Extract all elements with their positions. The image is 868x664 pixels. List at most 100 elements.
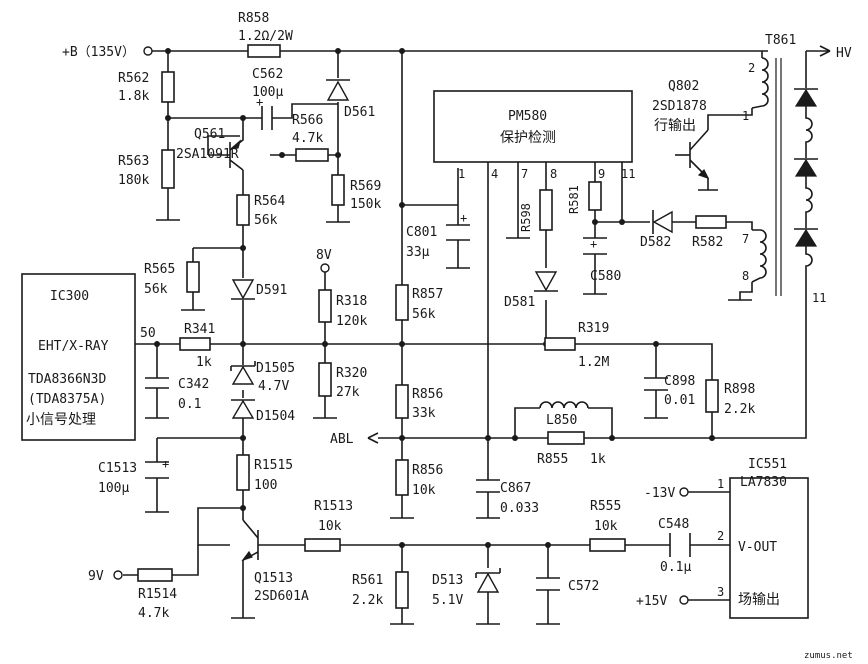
junction-dots bbox=[154, 48, 715, 548]
c572-plates bbox=[536, 577, 560, 591]
r561-value: 2.2k bbox=[352, 593, 383, 608]
c548-name: C548 bbox=[658, 517, 689, 532]
r856a-body bbox=[395, 384, 409, 419]
q561-name: Q561 bbox=[194, 127, 225, 142]
r856a-name: R856 bbox=[412, 387, 443, 402]
r858-value: 1.2Ω/2W bbox=[238, 29, 293, 44]
ic551-part: LA7830 bbox=[740, 475, 787, 490]
c1513-plates bbox=[145, 461, 169, 479]
c562-plates bbox=[256, 106, 280, 130]
diode-bodies bbox=[230, 79, 673, 593]
r1515-value: 100 bbox=[254, 478, 277, 493]
q561-transistor bbox=[229, 128, 244, 171]
c342-name: C342 bbox=[178, 377, 209, 392]
d582-name: D582 bbox=[640, 235, 671, 250]
ic300-func: 小信号处理 bbox=[26, 412, 96, 428]
r320-body bbox=[318, 362, 332, 397]
r569-value: 150k bbox=[350, 197, 381, 212]
d1504-name: D1504 bbox=[256, 409, 295, 424]
t861-pin-8: 8 bbox=[742, 269, 749, 283]
pm580-pin-4: 4 bbox=[491, 167, 498, 181]
q802-name: Q802 bbox=[668, 79, 699, 94]
watermark: zumus.net bbox=[804, 651, 853, 661]
pm580-pin-7: 7 bbox=[521, 167, 528, 181]
r563-name: R563 bbox=[118, 154, 149, 169]
r561-body bbox=[395, 571, 409, 609]
pm580-pin-11: 11 bbox=[621, 167, 635, 181]
r341-name: R341 bbox=[184, 322, 215, 337]
r566-value: 4.7k bbox=[292, 131, 323, 146]
t861-name: T861 bbox=[765, 33, 796, 48]
ic551-vout: V-OUT bbox=[738, 540, 777, 555]
q802-part: 2SD1878 bbox=[652, 99, 707, 114]
c342-plates bbox=[145, 377, 169, 389]
r564-value: 56k bbox=[254, 213, 278, 228]
r1513-name: R1513 bbox=[314, 499, 353, 514]
r564-name: R564 bbox=[254, 194, 285, 209]
r341-value: 1k bbox=[196, 355, 212, 370]
r856b-body bbox=[395, 459, 409, 496]
r320-name: R320 bbox=[336, 366, 367, 381]
labels: +B（135V） HV 8V 9V -13V +15V ABL 50 IC300… bbox=[26, 11, 853, 661]
q1513-name: Q1513 bbox=[254, 571, 293, 586]
d581-body bbox=[534, 271, 558, 292]
r341-body bbox=[179, 337, 211, 351]
capacitor-bodies bbox=[145, 106, 691, 591]
r857-name: R857 bbox=[412, 287, 443, 302]
r555-value: 10k bbox=[594, 519, 618, 534]
d561-body bbox=[326, 80, 350, 101]
pm580-box bbox=[433, 90, 633, 163]
svg-text:+: + bbox=[460, 211, 467, 225]
pm580-func: 保护检测 bbox=[500, 130, 556, 146]
ic300-name: IC300 bbox=[50, 289, 89, 304]
c801-name: C801 bbox=[406, 225, 437, 240]
v9-label: 9V bbox=[88, 569, 104, 584]
t861-pin-1: 1 bbox=[742, 109, 749, 123]
d591-name: D591 bbox=[256, 283, 287, 298]
t861-pin-11: 11 bbox=[812, 291, 826, 305]
d1505-name: D1505 bbox=[256, 361, 295, 376]
r561-name: R561 bbox=[352, 573, 383, 588]
r566-body bbox=[295, 148, 329, 162]
r318-name: R318 bbox=[336, 294, 367, 309]
c898-plates bbox=[644, 377, 668, 391]
t861-pin-7: 7 bbox=[742, 232, 749, 246]
q802-func: 行输出 bbox=[654, 118, 696, 134]
r857-body bbox=[395, 284, 409, 321]
r582-name: R582 bbox=[692, 235, 723, 250]
c801-value: 33μ bbox=[406, 245, 430, 260]
l850-coil bbox=[539, 401, 589, 409]
r563-value: 180k bbox=[118, 173, 149, 188]
r319-value: 1.2M bbox=[578, 355, 609, 370]
r898-value: 2.2k bbox=[724, 402, 755, 417]
ic551-pin-3: 3 bbox=[717, 585, 724, 599]
d581-name: D581 bbox=[504, 295, 535, 310]
r565-value: 56k bbox=[144, 282, 168, 297]
pin50-label: 50 bbox=[140, 326, 156, 341]
r898-name: R898 bbox=[724, 382, 755, 397]
q1513-part: 2SD601A bbox=[254, 589, 309, 604]
q802-transistor bbox=[689, 129, 710, 180]
r562-value: 1.8k bbox=[118, 89, 149, 104]
r318-body bbox=[318, 289, 332, 323]
r856b-value: 10k bbox=[412, 483, 436, 498]
r1515-body bbox=[236, 454, 250, 491]
q561-part: 2SA1091R bbox=[176, 147, 239, 162]
c562-name: C562 bbox=[252, 67, 283, 82]
c867-value: 0.033 bbox=[500, 501, 539, 516]
pm580-name: PM580 bbox=[508, 109, 547, 124]
ic551-func: 场输出 bbox=[738, 592, 780, 608]
v8-label: 8V bbox=[316, 248, 332, 263]
c801-plates bbox=[446, 224, 470, 241]
ic300-part1: TDA8366N3D bbox=[28, 372, 106, 387]
ic300-part2: (TDA8375A) bbox=[28, 392, 106, 407]
r555-body bbox=[589, 538, 626, 552]
d513-body bbox=[476, 572, 500, 593]
r1514-value: 4.7k bbox=[138, 606, 169, 621]
d1504-body bbox=[231, 399, 255, 419]
t861-pin-2: 2 bbox=[748, 61, 755, 75]
r855-value: 1k bbox=[590, 452, 606, 467]
d561-name: D561 bbox=[344, 105, 375, 120]
r582-body bbox=[695, 215, 727, 229]
